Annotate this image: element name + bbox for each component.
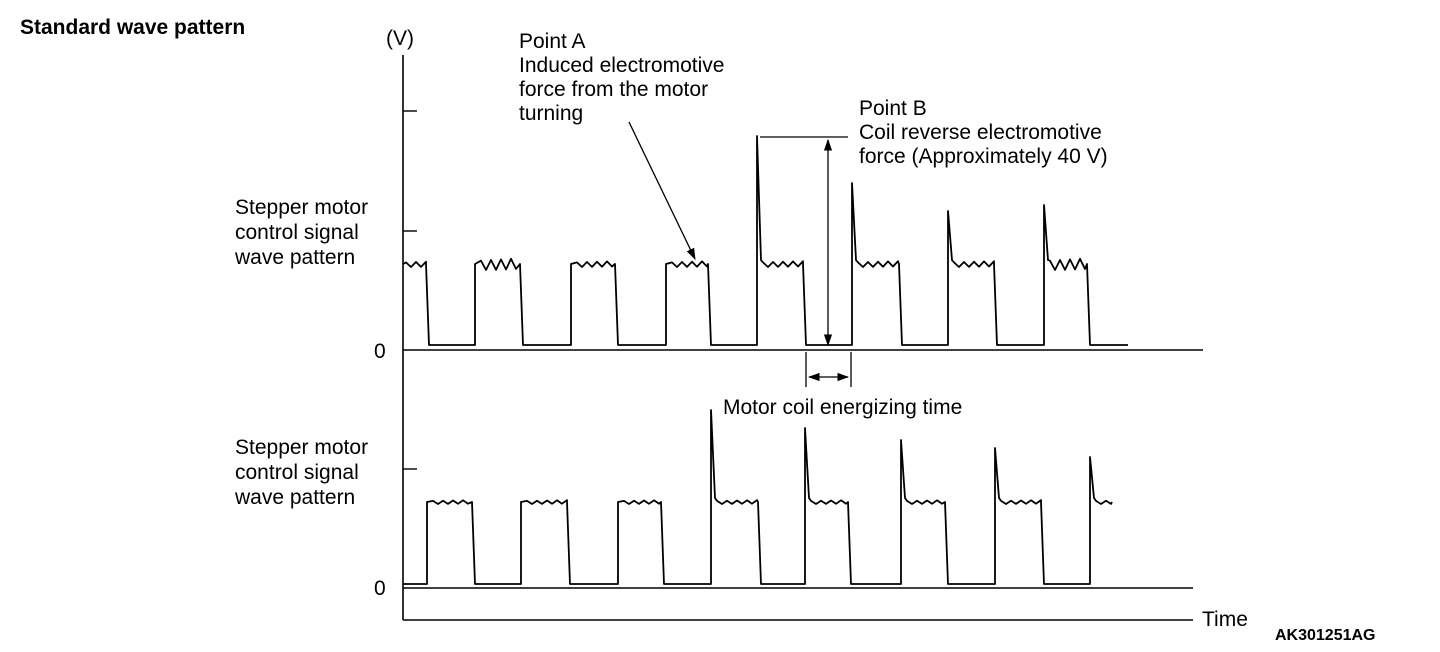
upper-waveform xyxy=(402,135,1128,346)
point-a-line: Point A xyxy=(519,30,586,53)
point-a-annotation: Point A Induced electromotive force from… xyxy=(519,30,730,125)
lower-signal-label-line: control signal xyxy=(235,461,359,484)
lower-zero-label: 0 xyxy=(374,577,386,600)
upper-signal-label-line: control signal xyxy=(235,221,359,244)
upper-signal-label-line: Stepper motor xyxy=(235,196,368,219)
upper-zero-label: 0 xyxy=(374,340,386,363)
point-a-arrow xyxy=(628,121,696,261)
point-b-line: Point B xyxy=(859,97,927,120)
point-b-line: Coil reverse electromotive xyxy=(859,121,1102,144)
point-a-line: turning xyxy=(519,102,583,125)
lower-waveform xyxy=(403,409,1113,585)
point-b-annotation: Point B Coil reverse electromotive force… xyxy=(859,97,1108,168)
diagram-title: Standard wave pattern xyxy=(20,16,245,39)
energizing-time-label: Motor coil energizing time xyxy=(723,396,962,419)
upper-signal-label-line: wave pattern xyxy=(234,246,355,269)
point-b-line: force (Approximately 40 V) xyxy=(859,145,1108,168)
lower-signal-label-line: wave pattern xyxy=(234,486,355,509)
upper-signal-label: Stepper motor control signal wave patter… xyxy=(234,196,374,269)
x-axis-label: Time xyxy=(1202,608,1248,631)
point-a-line: force from the motor xyxy=(519,78,708,101)
point-a-line: Induced electromotive xyxy=(519,54,724,77)
lower-signal-label: Stepper motor control signal wave patter… xyxy=(234,436,374,509)
axes xyxy=(402,55,1203,621)
figure-code: AK301251AG xyxy=(1275,627,1376,644)
lower-signal-label-line: Stepper motor xyxy=(235,436,368,459)
y-unit-label: (V) xyxy=(386,27,414,50)
